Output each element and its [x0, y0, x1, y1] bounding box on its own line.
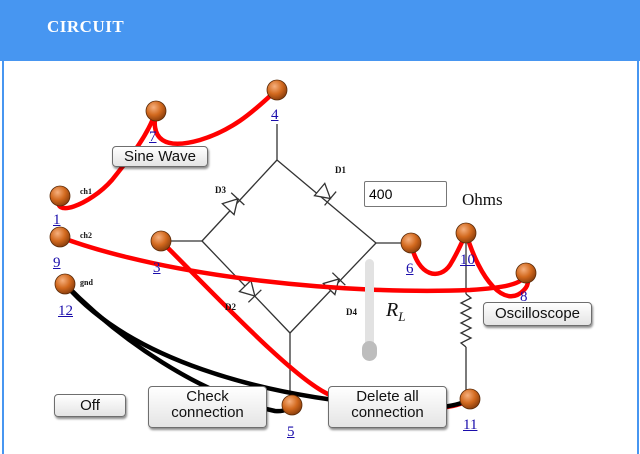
check-connection-button[interactable]: Check connection	[148, 386, 267, 428]
load-resistor	[459, 293, 473, 348]
app-header: CIRCUIT	[0, 0, 640, 61]
terminal-1-label[interactable]: 1	[53, 212, 61, 228]
load-resistor-label: RL	[386, 299, 405, 325]
wire-d1-branch	[276, 159, 377, 244]
terminal-12[interactable]	[54, 273, 76, 295]
terminal-4-label[interactable]: 4	[271, 107, 279, 123]
load-symbol-sub: L	[398, 309, 406, 324]
gnd-label: gnd	[80, 278, 93, 287]
load-slider-track[interactable]	[365, 259, 374, 359]
diode-d2-icon	[238, 279, 262, 303]
load-slider-thumb[interactable]	[362, 341, 377, 361]
terminal-7[interactable]	[145, 100, 167, 122]
terminal-11[interactable]	[459, 388, 481, 410]
diode-d2-label: D2	[225, 302, 236, 312]
terminal-5[interactable]	[281, 394, 303, 416]
terminals	[49, 79, 537, 416]
terminal-8-label[interactable]: 8	[520, 289, 528, 305]
wire-7-4	[152, 87, 280, 146]
terminal-1[interactable]	[49, 185, 71, 207]
wire-3-11	[158, 238, 473, 412]
resistance-unit-label: Ohms	[462, 190, 503, 209]
off-button[interactable]: Off	[54, 394, 126, 417]
terminal-8[interactable]	[515, 262, 537, 284]
ch1-label: ch1	[80, 187, 92, 196]
terminal-9-label[interactable]: 9	[53, 255, 61, 271]
delete-all-connection-button[interactable]: Delete all connection	[328, 386, 447, 428]
terminal-3-label[interactable]: 3	[153, 260, 161, 276]
red-wires	[56, 87, 531, 412]
terminal-5-label[interactable]: 5	[287, 424, 295, 440]
terminal-3[interactable]	[150, 230, 172, 252]
diode-d4-icon	[322, 272, 346, 296]
diode-d3-label: D3	[215, 185, 226, 195]
terminal-12-label[interactable]: 12	[58, 303, 73, 319]
ch2-label: ch2	[80, 231, 92, 240]
resistance-input[interactable]	[364, 181, 447, 207]
frame-border-left	[2, 61, 4, 454]
diode-d3-icon	[221, 192, 245, 216]
terminal-6-label[interactable]: 6	[406, 261, 414, 277]
wire-9-8	[57, 234, 529, 294]
frame-border-right	[637, 61, 639, 454]
bridge-rectifier	[161, 124, 473, 404]
terminal-4[interactable]	[266, 79, 288, 101]
diode-d1-icon	[313, 182, 337, 206]
oscilloscope-button[interactable]: Oscilloscope	[483, 302, 592, 326]
load-symbol: R	[386, 299, 399, 321]
terminal-10[interactable]	[455, 222, 477, 244]
diode-d1-label: D1	[335, 165, 346, 175]
terminal-9[interactable]	[49, 226, 71, 248]
terminal-11-label[interactable]: 11	[463, 417, 478, 433]
terminal-6[interactable]	[400, 232, 422, 254]
diode-d4-label: D4	[346, 307, 357, 317]
terminal-7-label[interactable]: 7	[149, 129, 157, 145]
terminal-10-label[interactable]: 10	[460, 252, 475, 268]
wire-1-7	[56, 108, 159, 211]
page-title: CIRCUIT	[47, 17, 125, 36]
sine-wave-button[interactable]: Sine Wave	[112, 146, 208, 167]
